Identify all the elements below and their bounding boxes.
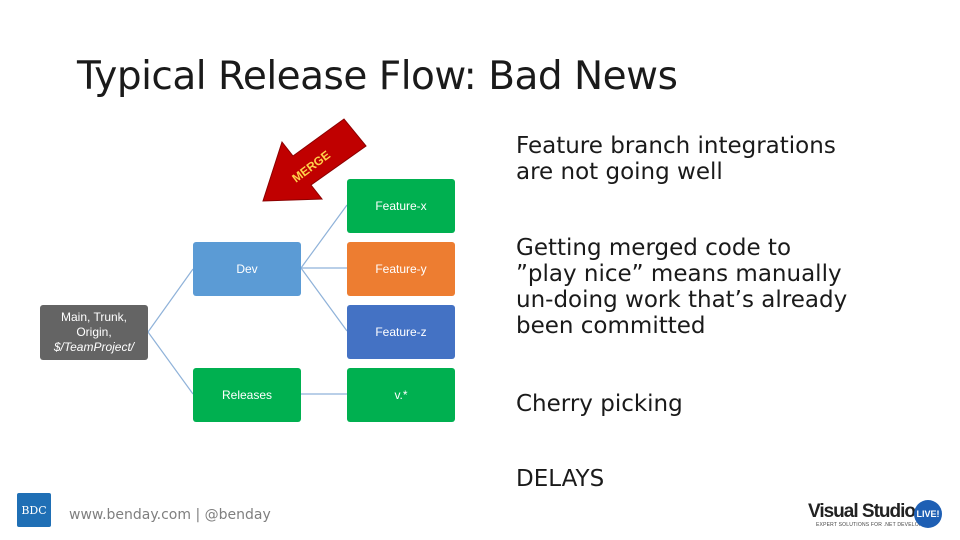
bullet-line: un-doing work that’s already xyxy=(516,287,848,313)
bullet-line: ”play nice” means manually xyxy=(516,261,842,287)
bullet-line: been committed xyxy=(516,313,706,339)
node-feature-z: Feature-z xyxy=(347,305,455,359)
node-releases: Releases xyxy=(193,368,301,422)
bullet-line: Getting merged code to xyxy=(516,235,792,261)
footer-link[interactable]: www.benday.com | @benday xyxy=(69,507,271,523)
bullet-delays: DELAYS xyxy=(516,466,604,492)
slide-title: Typical Release Flow: Bad News xyxy=(77,54,678,99)
node-feature-x: Feature-x xyxy=(347,179,455,233)
node-dev: Dev xyxy=(193,242,301,296)
visual-studio-live-logo: Visual Studio EXPERT SOLUTIONS FOR .NET … xyxy=(808,498,944,532)
node-version: v.* xyxy=(347,368,455,422)
connector-root-releases xyxy=(147,331,194,395)
bullet-merged-code: Getting merged code to ”play nice” means… xyxy=(516,235,847,339)
node-feature-y: Feature-y xyxy=(347,242,455,296)
root-label-line2: Origin, xyxy=(76,325,112,339)
bullet-line: DELAYS xyxy=(516,466,605,492)
vs-logo-tagline: EXPERT SOLUTIONS FOR .NET DEVELOPERS xyxy=(816,522,934,528)
bullet-line: Cherry picking xyxy=(516,391,683,417)
bullet-line: are not going well xyxy=(516,159,723,185)
connector-dev-feature-z xyxy=(300,267,348,332)
node-main-trunk: Main, Trunk, Origin, $/TeamProject/ xyxy=(40,305,148,360)
connector-dev-feature-x xyxy=(300,204,348,269)
connector-root-dev xyxy=(147,268,194,333)
merge-label: MERGE xyxy=(289,148,333,186)
root-label-line3: $/TeamProject/ xyxy=(53,340,135,354)
bullet-cherry-picking: Cherry picking xyxy=(516,391,683,417)
bdc-logo: BDC xyxy=(17,493,51,527)
root-label-line1: Main, Trunk, xyxy=(60,310,128,324)
bullet-feature-integrations: Feature branch integrations are not goin… xyxy=(516,133,836,185)
vs-live-badge: LIVE! xyxy=(914,500,942,528)
bullet-line: Feature branch integrations xyxy=(516,133,836,159)
vs-logo-wordmark: Visual Studio xyxy=(808,501,916,522)
